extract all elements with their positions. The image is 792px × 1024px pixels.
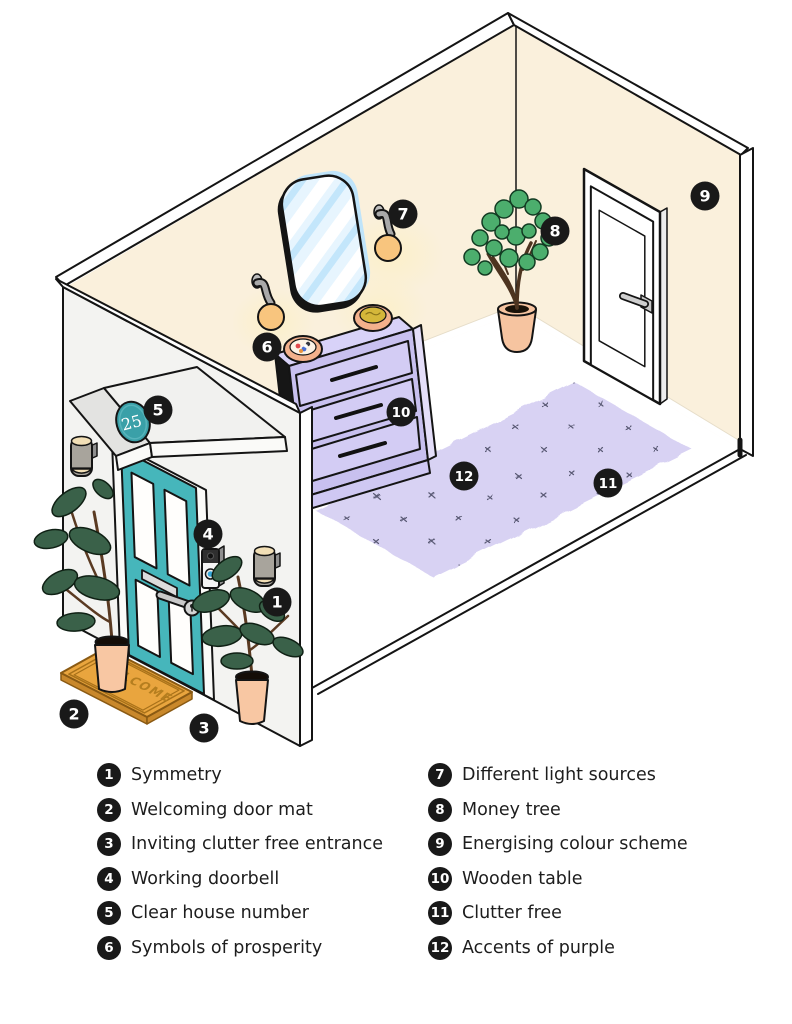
legend-badge: 7 [428, 763, 452, 788]
area-rug [315, 383, 693, 577]
drawer-handles [330, 365, 387, 458]
callout-badge-5: 5 [143, 395, 173, 425]
legend-item: 11 Clutter free [428, 896, 688, 931]
house-number: 25 [119, 411, 144, 435]
legend-item: 10 Wooden table [428, 862, 688, 897]
front-wall-side-edge [299, 406, 313, 747]
sconce-globe [257, 303, 285, 331]
sconce-globe [374, 234, 402, 262]
prosperity-bowl [283, 335, 323, 363]
wall-sconce-left [251, 273, 285, 331]
legend-label: Inviting clutter free entrance [131, 834, 383, 855]
legend-badge: 3 [97, 832, 121, 857]
callout-badge-12: 12 [449, 461, 479, 491]
callout-badge-7: 7 [388, 199, 418, 229]
canopy-fascia [149, 436, 288, 458]
callout-badge-1: 1 [262, 587, 292, 617]
plant-pot [94, 644, 130, 693]
legend-label: Different light sources [462, 765, 656, 786]
outdoor-lamp-right [253, 545, 281, 587]
front-wall-top-edge [55, 278, 301, 414]
svg-text:6: 6 [261, 338, 272, 357]
legend-badge: 1 [97, 763, 121, 788]
hallway-illustration: 25 WELCOME [33, 0, 754, 760]
legend-label: Money tree [462, 799, 561, 820]
doorbell-camera [207, 552, 214, 560]
legend-label: Clear house number [131, 903, 309, 924]
legend-item: 2 Welcoming door mat [97, 793, 383, 828]
callout-badge-4: 4 [193, 519, 223, 549]
interior-door-handle [619, 292, 653, 314]
plant-pot [497, 309, 537, 353]
money-tree [463, 189, 558, 353]
svg-text:3: 3 [198, 719, 209, 738]
legend-badge: 6 [97, 935, 121, 960]
svg-text:5: 5 [152, 401, 163, 420]
legend-label: Energising colour scheme [462, 834, 688, 855]
legend-column-left: 1 Symmetry 2 Welcoming door mat 3 Inviting … [97, 758, 383, 965]
legend-badge: 12 [428, 935, 452, 960]
legend-label: Symbols of prosperity [131, 937, 323, 958]
legend-item: 6 Symbols of prosperity [97, 931, 383, 966]
front-door [112, 441, 214, 700]
right-wall-side-edge [739, 147, 754, 457]
wall-edges [55, 12, 754, 457]
tree-leaves [463, 189, 558, 276]
wall-sconce-right [373, 204, 402, 262]
svg-text:1: 1 [271, 593, 282, 612]
legend-badge: 8 [428, 797, 452, 822]
legend-badge: 10 [428, 866, 452, 891]
legend-label: Working doorbell [131, 868, 280, 889]
svg-text:11: 11 [599, 476, 618, 492]
gold-bowl [353, 304, 393, 332]
callout-badge-6: 6 [252, 332, 282, 362]
wall-mirror [277, 170, 371, 313]
svg-text:12: 12 [455, 469, 474, 485]
legend-item: 1 Symmetry [97, 758, 383, 793]
legend-badge: 2 [97, 797, 121, 822]
svg-text:10: 10 [392, 405, 411, 421]
svg-text:2: 2 [68, 705, 79, 724]
legend-item: 12 Accents of purple [428, 931, 688, 966]
legend-badge: 9 [428, 832, 452, 857]
legend-badge: 5 [97, 901, 121, 926]
legend-item: 9 Energising colour scheme [428, 827, 688, 862]
legend-label: Wooden table [462, 868, 583, 889]
interior-door [584, 169, 667, 404]
door-glass-pane [164, 490, 189, 586]
callout-badge-3: 3 [189, 713, 219, 743]
legend-badge: 4 [97, 866, 121, 891]
callout-badges: 1 2 3 4 5 6 7 8 9 10 11 12 [59, 181, 720, 743]
svg-text:8: 8 [549, 222, 560, 241]
legend-item: 5 Clear house number [97, 896, 383, 931]
legend-item: 3 Inviting clutter free entrance [97, 827, 383, 862]
potted-plant-left [33, 478, 130, 693]
svg-text:9: 9 [699, 187, 710, 206]
door-glass-pane [131, 473, 156, 569]
legend-label: Symmetry [131, 765, 222, 786]
svg-text:4: 4 [202, 525, 213, 544]
legend-item: 8 Money tree [428, 793, 688, 828]
svg-text:7: 7 [397, 205, 408, 224]
callout-badge-11: 11 [593, 468, 623, 498]
outdoor-lamp-left [70, 435, 98, 477]
callout-badge-9: 9 [690, 181, 720, 211]
legend-label: Clutter free [462, 903, 562, 924]
legend-item: 7 Different light sources [428, 758, 688, 793]
house-number-sign: 25 [115, 400, 151, 444]
floor-front-edge [311, 448, 747, 695]
legend-item: 4 Working doorbell [97, 862, 383, 897]
callout-badge-2: 2 [59, 699, 89, 729]
table-right-edge [412, 324, 437, 461]
legend-column-right: 7 Different light sources 8 Money tree 9 En… [428, 758, 688, 965]
callout-badge-10: 10 [386, 397, 416, 427]
legend-label: Welcoming door mat [131, 799, 313, 820]
plant-pot [235, 679, 269, 725]
legend-badge: 11 [428, 901, 452, 926]
door-glass-pane [136, 580, 160, 657]
callout-badge-8: 8 [540, 216, 570, 246]
legend-label: Accents of purple [462, 937, 615, 958]
